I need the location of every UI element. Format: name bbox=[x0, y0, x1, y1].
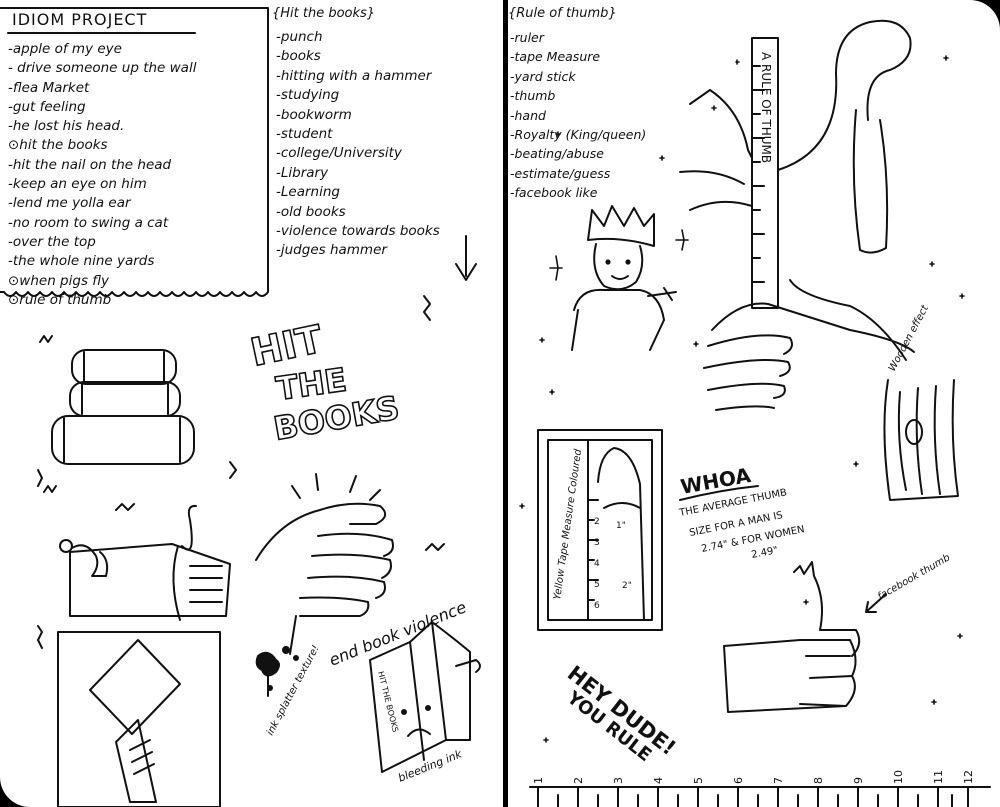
list-item: -ruler bbox=[510, 30, 544, 45]
ruler-num-12: 12 bbox=[962, 770, 975, 784]
hit-the-books-list: -punch -books -hitting with a hammer -st… bbox=[276, 28, 501, 261]
whoa-title: WHOA bbox=[679, 463, 753, 499]
list-item: -Learning bbox=[276, 184, 340, 201]
ruler-num-2: 2 bbox=[572, 777, 585, 784]
tape-number-5: 5 bbox=[594, 580, 600, 590]
inch-mark-1: 1" bbox=[616, 521, 626, 531]
bottom-ruler-ticks bbox=[537, 786, 969, 807]
ruler-num-11: 11 bbox=[932, 770, 945, 784]
fist-drawing bbox=[255, 473, 394, 655]
list-item: -violence towards books bbox=[276, 222, 440, 239]
ruler-num-3: 3 bbox=[612, 777, 625, 784]
list-item: ⊙hit the books bbox=[8, 137, 108, 154]
list-item: -hit the nail on the head bbox=[8, 156, 172, 173]
facebook-arrow-drawing bbox=[865, 593, 887, 613]
sparkle-stars bbox=[519, 55, 965, 743]
list-item: -Library bbox=[276, 164, 329, 181]
book-stack-drawing bbox=[51, 349, 195, 465]
sad-book-drawing bbox=[369, 621, 481, 773]
list-item: -estimate/guess bbox=[510, 165, 611, 181]
list-item: ⊙rule of thumb bbox=[8, 291, 112, 308]
rule-of-thumb-header: {Rule of thumb} bbox=[508, 6, 617, 21]
ruler-num-1: 1 bbox=[532, 777, 545, 784]
list-item: -flea Market bbox=[8, 79, 90, 96]
wooden-effect-note: Wooden effect bbox=[887, 303, 932, 374]
list-item: -bookworm bbox=[276, 106, 352, 123]
list-item: -judges hammer bbox=[276, 242, 387, 259]
tape-number-2: 2 bbox=[594, 517, 600, 527]
tape-measure-card-drawing bbox=[537, 429, 663, 631]
list-item: -college/University bbox=[276, 145, 402, 162]
list-item: -apple of my eye bbox=[8, 41, 122, 57]
list-item: -no room to swing a cat bbox=[8, 214, 169, 231]
bottom-ruler-numbers: 1 2 3 4 5 6 7 8 9 10 11 12 bbox=[532, 770, 975, 784]
thumbs-up-drawing bbox=[723, 561, 861, 713]
list-item: -thumb bbox=[510, 88, 556, 104]
bookworm-book-drawing bbox=[59, 504, 231, 621]
idiom-project-title: IDIOM PROJECT bbox=[12, 10, 148, 29]
idiom-list: -apple of my eye - drive someone up the … bbox=[8, 40, 270, 310]
list-item: -hand bbox=[510, 107, 546, 123]
left-page bbox=[0, 0, 503, 807]
list-item: -gut feeling bbox=[8, 98, 86, 115]
tape-number-3: 3 bbox=[594, 538, 600, 548]
ruler-num-8: 8 bbox=[812, 777, 825, 784]
down-arrow-drawing bbox=[455, 235, 477, 281]
hammer-drawing bbox=[57, 631, 221, 807]
list-item: ⊙when pigs fly bbox=[8, 272, 109, 289]
ruler-num-7: 7 bbox=[772, 777, 785, 784]
ruler-num-10: 10 bbox=[892, 770, 905, 784]
ruler-vertical-label: A RULE OF THUMB bbox=[759, 52, 773, 163]
ruler-num-4: 4 bbox=[652, 777, 665, 784]
list-item: -yard stick bbox=[510, 68, 576, 84]
list-item: -keep an eye on him bbox=[8, 176, 147, 193]
list-item: -facebook like bbox=[510, 185, 598, 201]
whoa-underline bbox=[679, 485, 759, 501]
queen-drawing bbox=[571, 205, 677, 351]
list-item: -the whole nine yards bbox=[8, 253, 155, 270]
rule-of-thumb-list: -ruler -tape Measure -yard stick -thumb … bbox=[510, 28, 680, 203]
tape-number-6: 6 bbox=[594, 601, 600, 611]
list-item: -tape Measure bbox=[510, 49, 601, 65]
whoa-line-4: 2.49" bbox=[750, 545, 778, 561]
ink-splatter-drawing bbox=[255, 646, 299, 697]
list-item: -beating/abuse bbox=[510, 146, 604, 162]
list-item: -lend me yolla ear bbox=[8, 195, 131, 212]
hit-the-books-header: {Hit the books} bbox=[272, 6, 376, 21]
ruler-num-9: 9 bbox=[852, 777, 865, 784]
ruler-num-6: 6 bbox=[732, 777, 745, 784]
list-item: -old books bbox=[276, 203, 346, 220]
tape-number-4: 4 bbox=[594, 559, 600, 569]
list-item: -he lost his head. bbox=[8, 118, 125, 135]
wood-plank-drawing bbox=[883, 379, 959, 501]
squiggle-decor bbox=[37, 295, 445, 649]
idiom-box-border bbox=[0, 7, 269, 297]
list-item: - drive someone up the wall bbox=[8, 60, 197, 77]
list-item: -hitting with a hammer bbox=[276, 67, 432, 84]
list-item: -books bbox=[276, 48, 321, 65]
list-item: -student bbox=[276, 125, 333, 142]
list-item: -studying bbox=[276, 87, 340, 104]
ruler-hand-drawing bbox=[679, 19, 915, 411]
book-spine-label: HIT THE BOOKS bbox=[376, 670, 400, 733]
list-item: -Royalty (King/queen) bbox=[510, 126, 647, 142]
ruler-num-5: 5 bbox=[692, 777, 705, 784]
inch-mark-2: 2" bbox=[622, 581, 632, 591]
yellow-tape-note: Yellow Tape Measure Coloured bbox=[552, 448, 584, 601]
facebook-thumb-note: facebook thumb bbox=[876, 552, 952, 602]
list-item: -punch bbox=[276, 29, 323, 45]
bleeding-ink-note: bleeding ink bbox=[396, 747, 464, 785]
list-item: -over the top bbox=[8, 233, 96, 250]
